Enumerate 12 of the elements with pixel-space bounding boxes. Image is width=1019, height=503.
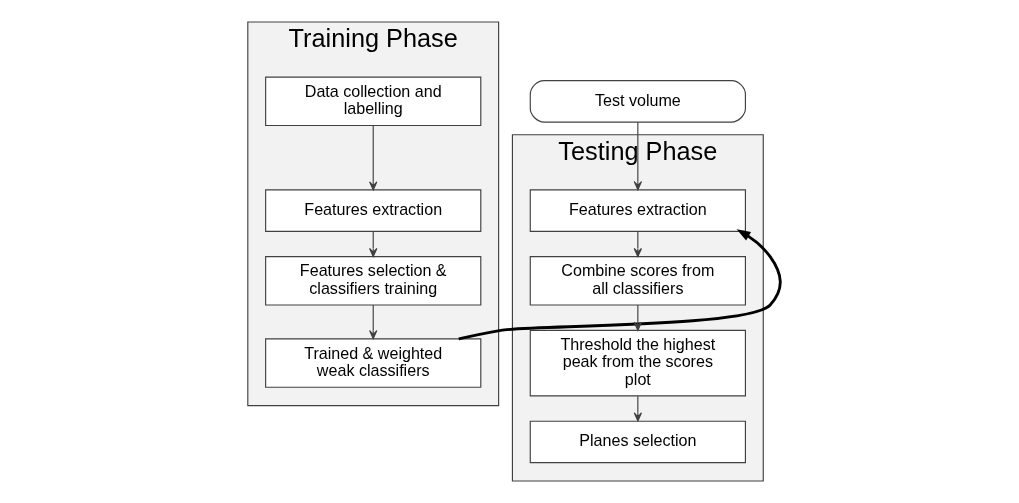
- arrow: [633, 121, 643, 191]
- node-box: Data collection and labelling: [265, 76, 482, 127]
- node-box: Features extraction: [529, 189, 746, 232]
- arrow: [369, 125, 378, 191]
- node-box: Features extraction: [265, 189, 482, 232]
- node-box: Test volume: [529, 80, 746, 123]
- node-box: Threshold the highest peak from the scores plot: [529, 329, 746, 397]
- node-box: Planes selection: [529, 420, 746, 464]
- arrow: [369, 304, 378, 340]
- node-box: Trained & weighted weak classifiers: [265, 338, 482, 388]
- node-box: Combine scores from all classifiers: [529, 256, 746, 306]
- node-box: Features selection & classifiers training: [265, 256, 482, 306]
